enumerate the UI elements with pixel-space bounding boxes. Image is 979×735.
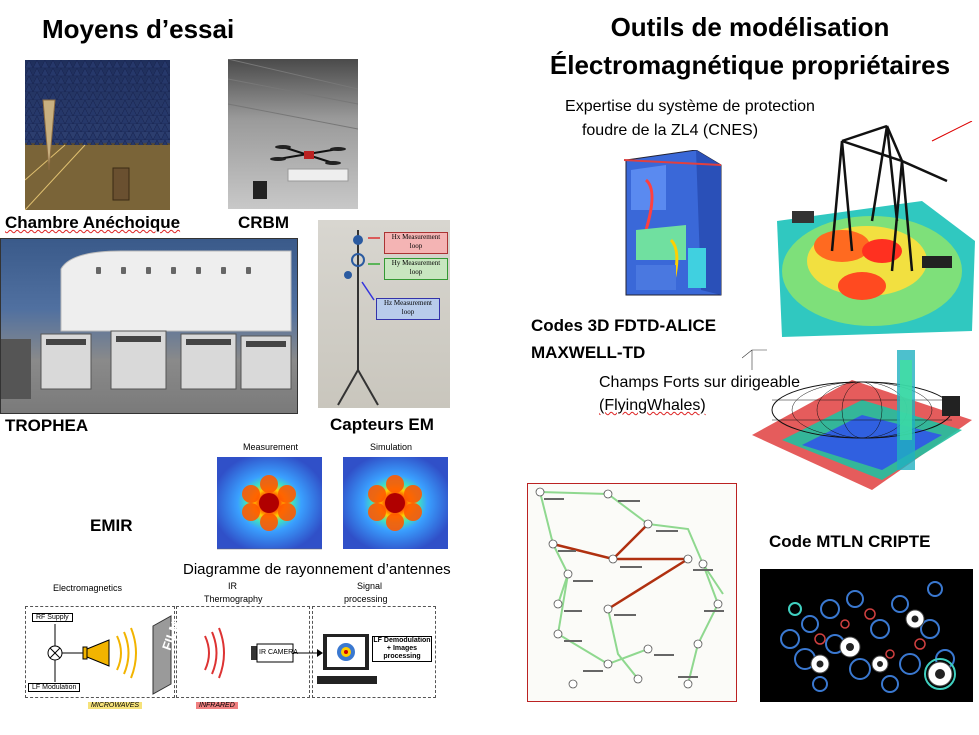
trophea-photo — [0, 238, 298, 414]
measured-pattern-heatmap — [217, 457, 322, 550]
crbm-photo — [228, 59, 358, 209]
section-title-modeling-line1: Outils de modélisation — [610, 12, 890, 42]
lightning-protection-drawing — [777, 121, 975, 337]
codes-caption-line1: Codes 3D FDTD-ALICE — [531, 316, 717, 335]
rf-supply-block: RF Supply — [32, 613, 73, 622]
cable-bundle-cross-section — [760, 569, 973, 702]
airship-field-model — [742, 349, 972, 490]
caption-emir: EMIR — [90, 516, 133, 535]
lf-modulation-block: LF Modulation — [28, 683, 81, 692]
zl4-caption-line1: Expertise du système de protection — [565, 98, 815, 115]
hx-loop-label: Hx Measurement loop — [384, 232, 448, 254]
emir-electromagnetics-box — [25, 606, 175, 698]
anechoic-chamber-photo — [25, 60, 170, 210]
caption-anechoic-text: Chambre Anéchoique — [5, 213, 181, 232]
section-title-test-means: Moyens d’essai — [42, 14, 235, 44]
emir-signal-box — [312, 606, 436, 698]
emir-schematic-drawing — [47, 615, 377, 695]
caption-antenna-pattern: Diagramme de rayonnement d’antennes — [183, 561, 451, 578]
microwaves-tag: MICROWAVES — [88, 702, 143, 709]
em-sensors-photo: Hx Measurement loop Hy Measurement loop … — [318, 220, 450, 408]
infrared-tag: INFRARED — [196, 702, 238, 709]
emir-thermography-label: Thermography — [204, 594, 263, 604]
caption-trophea: TROPHEA — [5, 416, 89, 435]
champs-caption-line2-text: (FlyingWhales) — [599, 397, 706, 414]
pattern-label-simulation: Simulation — [370, 442, 413, 452]
emir-electromagnetics-label: Electromagnetics — [53, 583, 123, 593]
em-sensors-drawing — [337, 230, 380, 406]
mtln-caption: Code MTLN CRIPTE — [769, 532, 931, 551]
champs-caption-line2: (FlyingWhales) — [599, 397, 819, 415]
zl4-caption-line2: foudre de la ZL4 (CNES) — [581, 122, 759, 139]
mtln-network-diagram — [527, 483, 737, 702]
emir-processing-label: processing — [344, 594, 388, 604]
emir-signal-label: Signal — [357, 581, 383, 591]
trophea-drawing — [1, 250, 292, 399]
anechoic-chamber-drawing — [25, 60, 170, 210]
caption-em-sensors: Capteurs EM — [330, 415, 434, 434]
emir-ir-label: IR — [228, 581, 237, 591]
pattern-label-measurement: Measurement — [243, 442, 299, 452]
codes-caption-line2: MAXWELL-TD — [531, 343, 646, 362]
caption-crbm: CRBM — [238, 213, 289, 232]
cable-bundle-drawing — [780, 581, 956, 693]
lightning-protection-model — [772, 121, 975, 337]
lf-demodulation-block: LF Demodulation + Images processing — [372, 636, 432, 662]
simulated-pattern-heatmap — [343, 457, 448, 549]
caption-anechoic-chamber: Chambre Anéchoique — [5, 213, 180, 233]
emir-ir-box — [176, 606, 310, 698]
hy-loop-label: Hy Measurement loop — [384, 258, 448, 280]
mtln-network-drawing — [535, 487, 724, 689]
hz-loop-label: Hz Measurement loop — [376, 298, 440, 320]
crbm-drawing — [228, 59, 358, 199]
ir-camera-label: IR CAMERA — [259, 649, 298, 656]
champs-caption-line1: Champs Forts sur dirigeable — [599, 374, 800, 391]
section-title-modeling-line2: Électromagnétique propriétaires — [549, 50, 951, 80]
fdtd-building-model — [623, 150, 722, 296]
